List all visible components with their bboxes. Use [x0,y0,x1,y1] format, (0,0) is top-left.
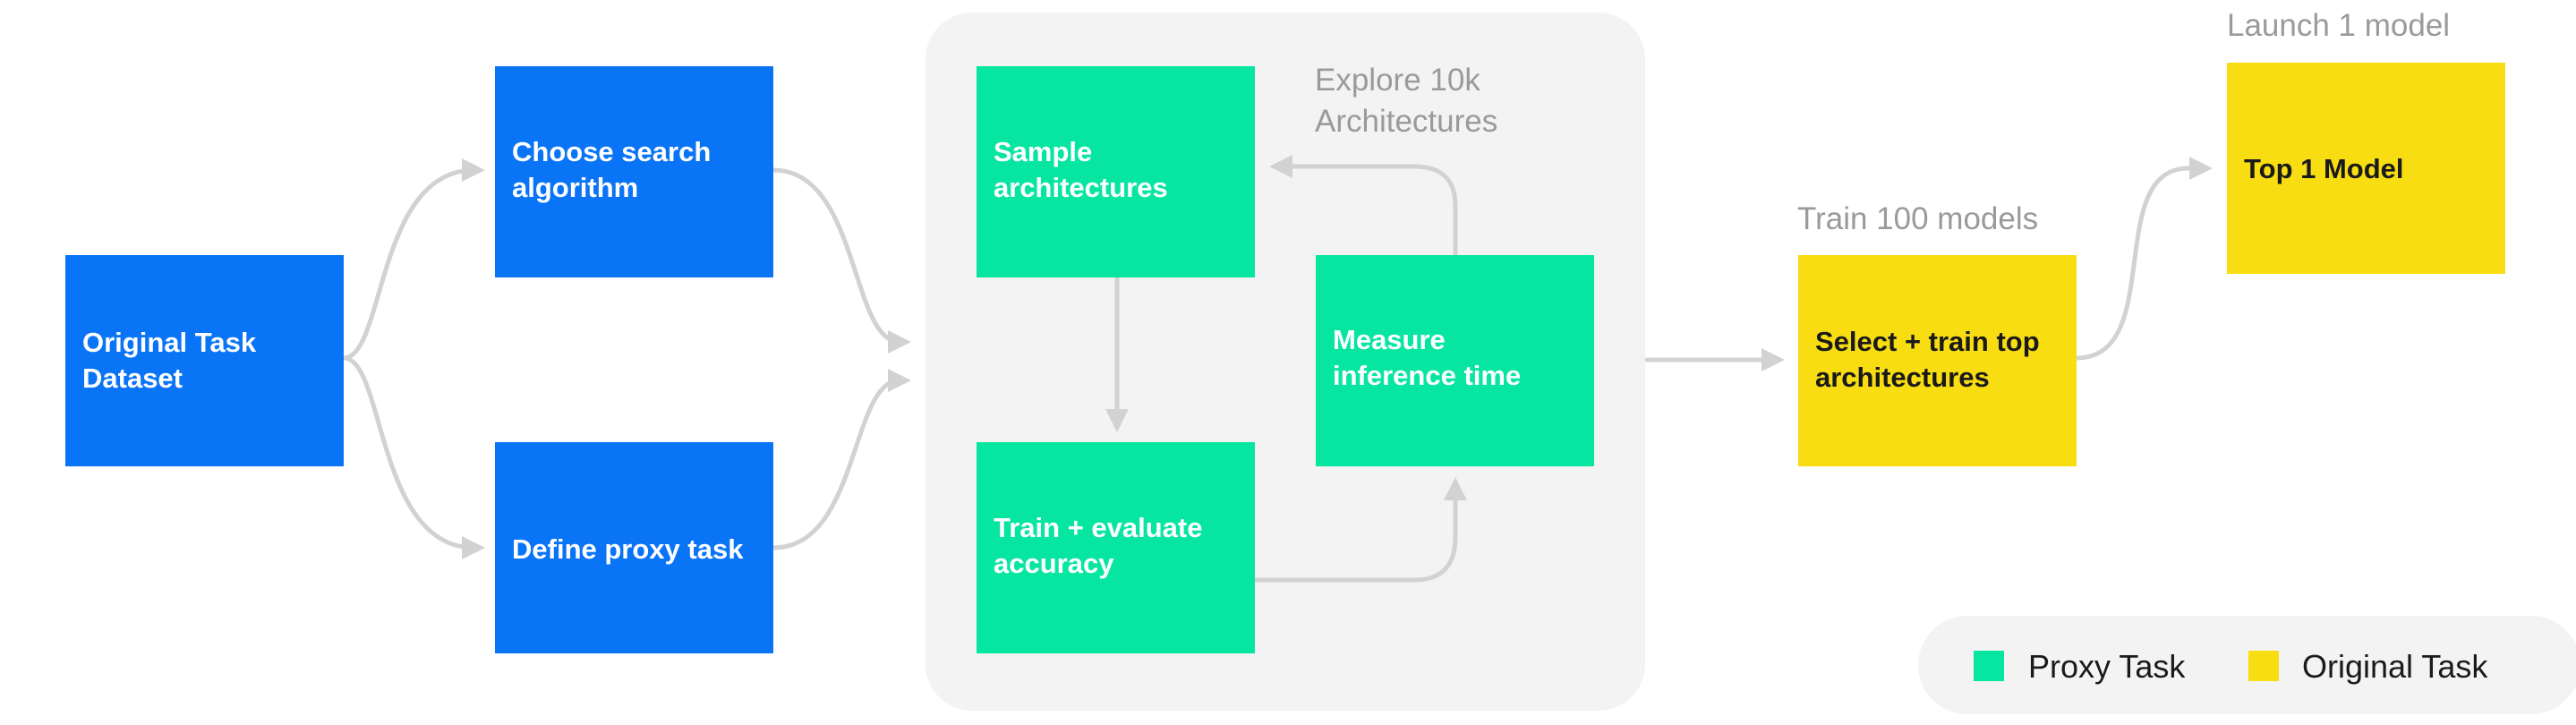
node-label-line: Select + train top [1815,326,2040,357]
node-define-proxy-task: Define proxy task [495,442,773,653]
svg-text:Select + train top archi: Select + train top architectures [1815,326,2047,393]
arrowhead [1269,155,1292,178]
node-box [977,66,1255,277]
node-label-line: Top 1 Model [2244,153,2404,184]
node-label-line: algorithm [512,172,638,203]
arrow-proxy-to-panel [771,378,902,550]
legend-label-proxy: Proxy Task [2028,648,2186,685]
arrow-search-to-panel [771,167,902,345]
node-box [495,442,773,653]
node-measure-inference-time: Measure inference time [1316,255,1594,466]
node-sample-architectures: Sample architectures [977,66,1255,277]
svg-text:Define proxy task: Define proxy task [512,533,744,565]
node-box [65,255,344,466]
node-label-line: Original Task [82,327,257,358]
node-train-evaluate-accuracy: Train + evaluate accuracy [977,442,1255,653]
svg-text:Train + evaluate accurac: Train + evaluate accuracy [994,512,1210,579]
arrow-dataset-to-search [341,167,477,361]
legend: Proxy Task Original Task [1974,648,2488,685]
arrowhead [1444,477,1467,500]
arrowhead [462,536,485,559]
arrow-select-to-top [2074,166,2191,361]
node-label-line: accuracy [994,548,1114,579]
svg-text:Top 1 Model: Top 1 Model [2244,153,2404,184]
svg-text:Measure inference time: Measure inference time [1333,324,1521,391]
node-box [977,442,1255,653]
node-label-line: Train + evaluate [994,512,1202,543]
svg-text:Original Task Dataset: Original Task Dataset [82,327,264,394]
svg-text:Sample architectures: Sample architectures [994,136,1168,203]
node-label-line: architectures [1815,362,1990,393]
node-label-line: architectures [994,172,1168,203]
node-box [2227,63,2505,274]
node-choose-search-algorithm: Choose search algorithm [495,66,773,277]
caption-line: Architectures [1315,104,1497,139]
arrowhead [888,369,911,392]
caption-line: Explore 10k [1315,63,1480,98]
arrowheads [462,155,2213,559]
caption-launch: Launch 1 model [2227,8,2450,43]
node-select-train-top: Select + train top architectures [1798,255,2077,466]
node-label-line: Define proxy task [512,533,744,565]
node-top-1-model: Top 1 Model [2227,63,2505,274]
node-box [1798,255,2077,466]
node-label-line: Measure [1333,324,1446,355]
arrowhead [462,158,485,182]
legend-swatch-original [2248,651,2279,681]
connectors [341,164,2191,583]
node-box [495,66,773,277]
node-label-line: Sample [994,136,1092,167]
arrow-train-to-measure [1252,491,1458,583]
node-label-line: inference time [1333,360,1521,391]
legend-swatch-proxy [1974,651,2004,681]
legend-panel [1918,616,2576,714]
caption-explore: Explore 10k Architectures [1315,63,1497,139]
arrow-measure-to-sample [1286,164,1458,258]
node-label-line: Dataset [82,362,183,394]
svg-text:Choose search algorithm: Choose search algorithm [512,136,719,203]
arrowhead [888,330,911,354]
arrowhead [1105,409,1129,432]
node-label-line: Choose search [512,136,711,167]
arrowhead [2189,157,2213,180]
caption-train-100: Train 100 models [1797,201,2038,236]
node-original-dataset: Original Task Dataset [65,255,344,466]
arrow-dataset-to-proxy [341,355,477,550]
node-box [1316,255,1594,466]
legend-label-original: Original Task [2302,648,2488,685]
arrowhead [1761,348,1785,371]
